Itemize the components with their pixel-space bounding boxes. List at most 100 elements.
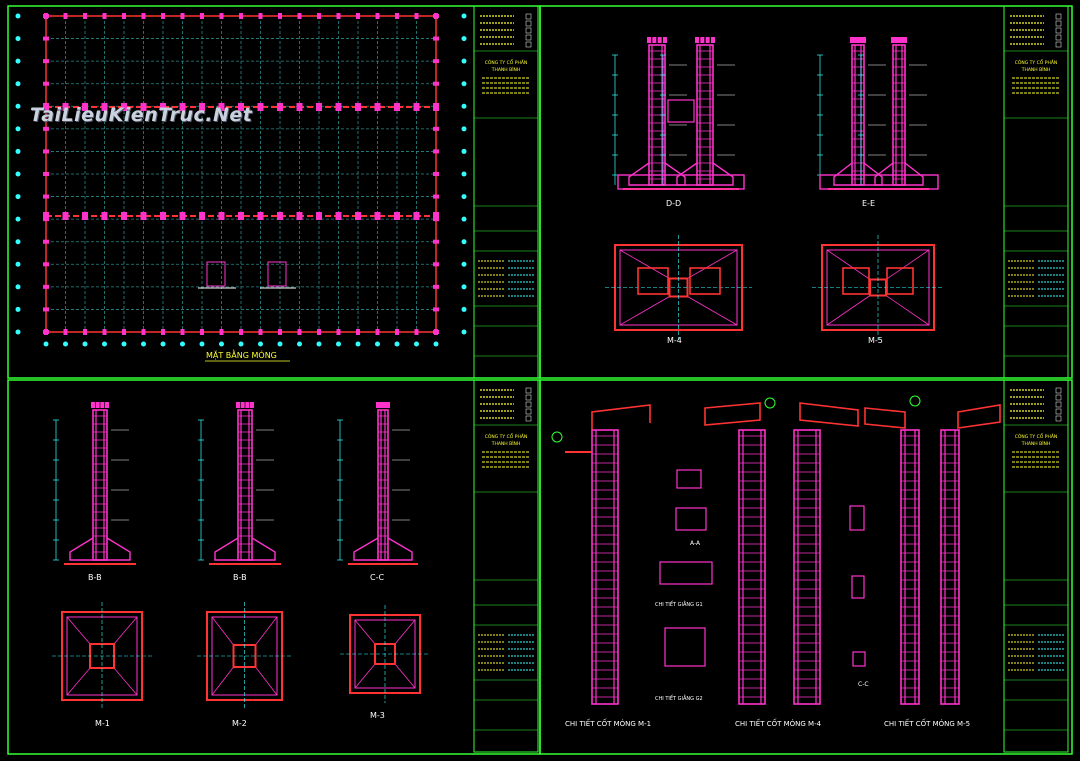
footing-marker — [316, 212, 322, 220]
footing-marker — [122, 329, 126, 335]
slope-line — [211, 666, 234, 696]
checkbox-icon — [1055, 13, 1062, 20]
footing-marker — [62, 212, 69, 220]
checkbox-icon — [1055, 20, 1062, 27]
footing-marker — [374, 103, 381, 111]
bar-head — [647, 37, 651, 43]
footing-marker — [63, 329, 68, 335]
footing-marker — [140, 103, 147, 111]
inset-detail-d2 — [267, 261, 287, 287]
plan-title: MẶT BẰNG MÓNG — [206, 348, 277, 361]
plan-dimension-markers — [15, 13, 467, 347]
sheet-4-drawings: CHI TIẾT CỐT MÓNG M-1 CHI TIẾT CỐT MÓNG … — [551, 395, 1001, 728]
footing-marker — [336, 329, 341, 335]
bar-head — [850, 37, 854, 43]
footing-marker — [82, 103, 88, 111]
axis-bubble — [180, 341, 185, 347]
axis-bubble — [121, 341, 127, 347]
column-outline — [900, 429, 920, 705]
checkbox-icon — [1055, 394, 1062, 401]
footing-marker — [277, 103, 283, 111]
slope-line — [619, 249, 670, 279]
title-block-frame — [1003, 379, 1069, 753]
footing-marker — [433, 172, 439, 176]
company-name-line-1: CÔNG TY CỔ PHẦN — [1015, 58, 1058, 66]
sheet-2-drawings: D-D E-E M-4 M-5 — [605, 37, 944, 345]
slope-line — [826, 295, 871, 326]
checkbox-icon — [525, 415, 532, 422]
footing-marker — [43, 104, 49, 109]
axis-bubble — [461, 58, 467, 64]
column-stub — [689, 267, 721, 295]
footing-marker — [219, 13, 224, 19]
footing-marker — [43, 172, 49, 176]
bar-head — [858, 37, 862, 43]
footing-marker — [433, 81, 439, 86]
beam-detail-g2-title: CHI TIẾT GIẰNG G2 — [655, 694, 703, 702]
footing-marker — [43, 149, 49, 154]
section-ee — [817, 37, 939, 190]
footing-marker — [140, 212, 147, 220]
plan-m1-label: M-1 — [95, 719, 110, 728]
column-outline — [738, 429, 766, 705]
footing-marker — [83, 13, 87, 19]
axis-bubble — [238, 341, 244, 347]
footing-marker — [394, 103, 400, 111]
company-name-line-1: CÔNG TY CỔ PHẦN — [485, 58, 528, 66]
footing-marker — [413, 103, 420, 111]
axis-bubble — [15, 194, 21, 200]
slope-line — [619, 296, 670, 326]
axis-bubble — [219, 341, 224, 347]
footing-marker — [43, 284, 49, 289]
bar-head — [891, 37, 895, 43]
checkbox-icon — [525, 408, 532, 415]
company-name-line-1: CÔNG TY CỔ PHẦN — [485, 432, 528, 440]
axis-bubble — [375, 341, 380, 347]
checkbox-icon — [525, 20, 532, 27]
footing-marker — [297, 13, 302, 19]
axis-bubble — [355, 341, 361, 347]
axis-bubble — [461, 13, 467, 19]
detail-m4-title: CHI TIẾT CỐT MÓNG M-4 — [735, 718, 822, 728]
footing-marker — [199, 212, 205, 220]
footing-marker — [433, 104, 439, 109]
section-cc — [337, 402, 418, 565]
footing-marker — [433, 36, 439, 41]
axis-bubble — [160, 341, 166, 347]
checkbox-icon — [525, 27, 532, 34]
footing-marker — [257, 212, 264, 220]
axis-bubble — [15, 13, 21, 19]
column-stub — [842, 267, 870, 295]
footing-marker — [121, 103, 127, 111]
company-name-line-2: THANH BÌNH — [491, 440, 521, 447]
axis-bubble — [15, 239, 21, 245]
slope-line — [113, 616, 138, 645]
watermark: TaiLieuKienTruc.Net — [30, 104, 253, 126]
axis-bubble — [414, 341, 419, 347]
axis-bubble — [461, 239, 467, 245]
section-b1-label: B-B — [88, 573, 102, 582]
foundation-plan-m2 — [197, 602, 292, 710]
footing-marker — [43, 239, 49, 244]
footing-marker — [375, 329, 380, 335]
checkbox-icon — [525, 41, 532, 48]
axis-bubble — [461, 261, 467, 267]
checkbox-icon — [1055, 401, 1062, 408]
footing-marker — [101, 212, 108, 220]
axis-bubble — [461, 194, 467, 200]
footing-marker — [335, 103, 342, 111]
footing-marker — [180, 13, 185, 19]
footing-outline — [353, 537, 413, 561]
slope-line — [113, 667, 138, 696]
footing-marker — [277, 212, 283, 220]
plan-m2-label: M-2 — [232, 719, 247, 728]
slope-line — [394, 663, 416, 689]
footing-marker — [160, 103, 166, 111]
footing-marker — [278, 329, 282, 335]
footing-marker — [43, 81, 49, 86]
footing-marker — [218, 212, 225, 220]
section-b2-label: B-B — [233, 573, 247, 582]
